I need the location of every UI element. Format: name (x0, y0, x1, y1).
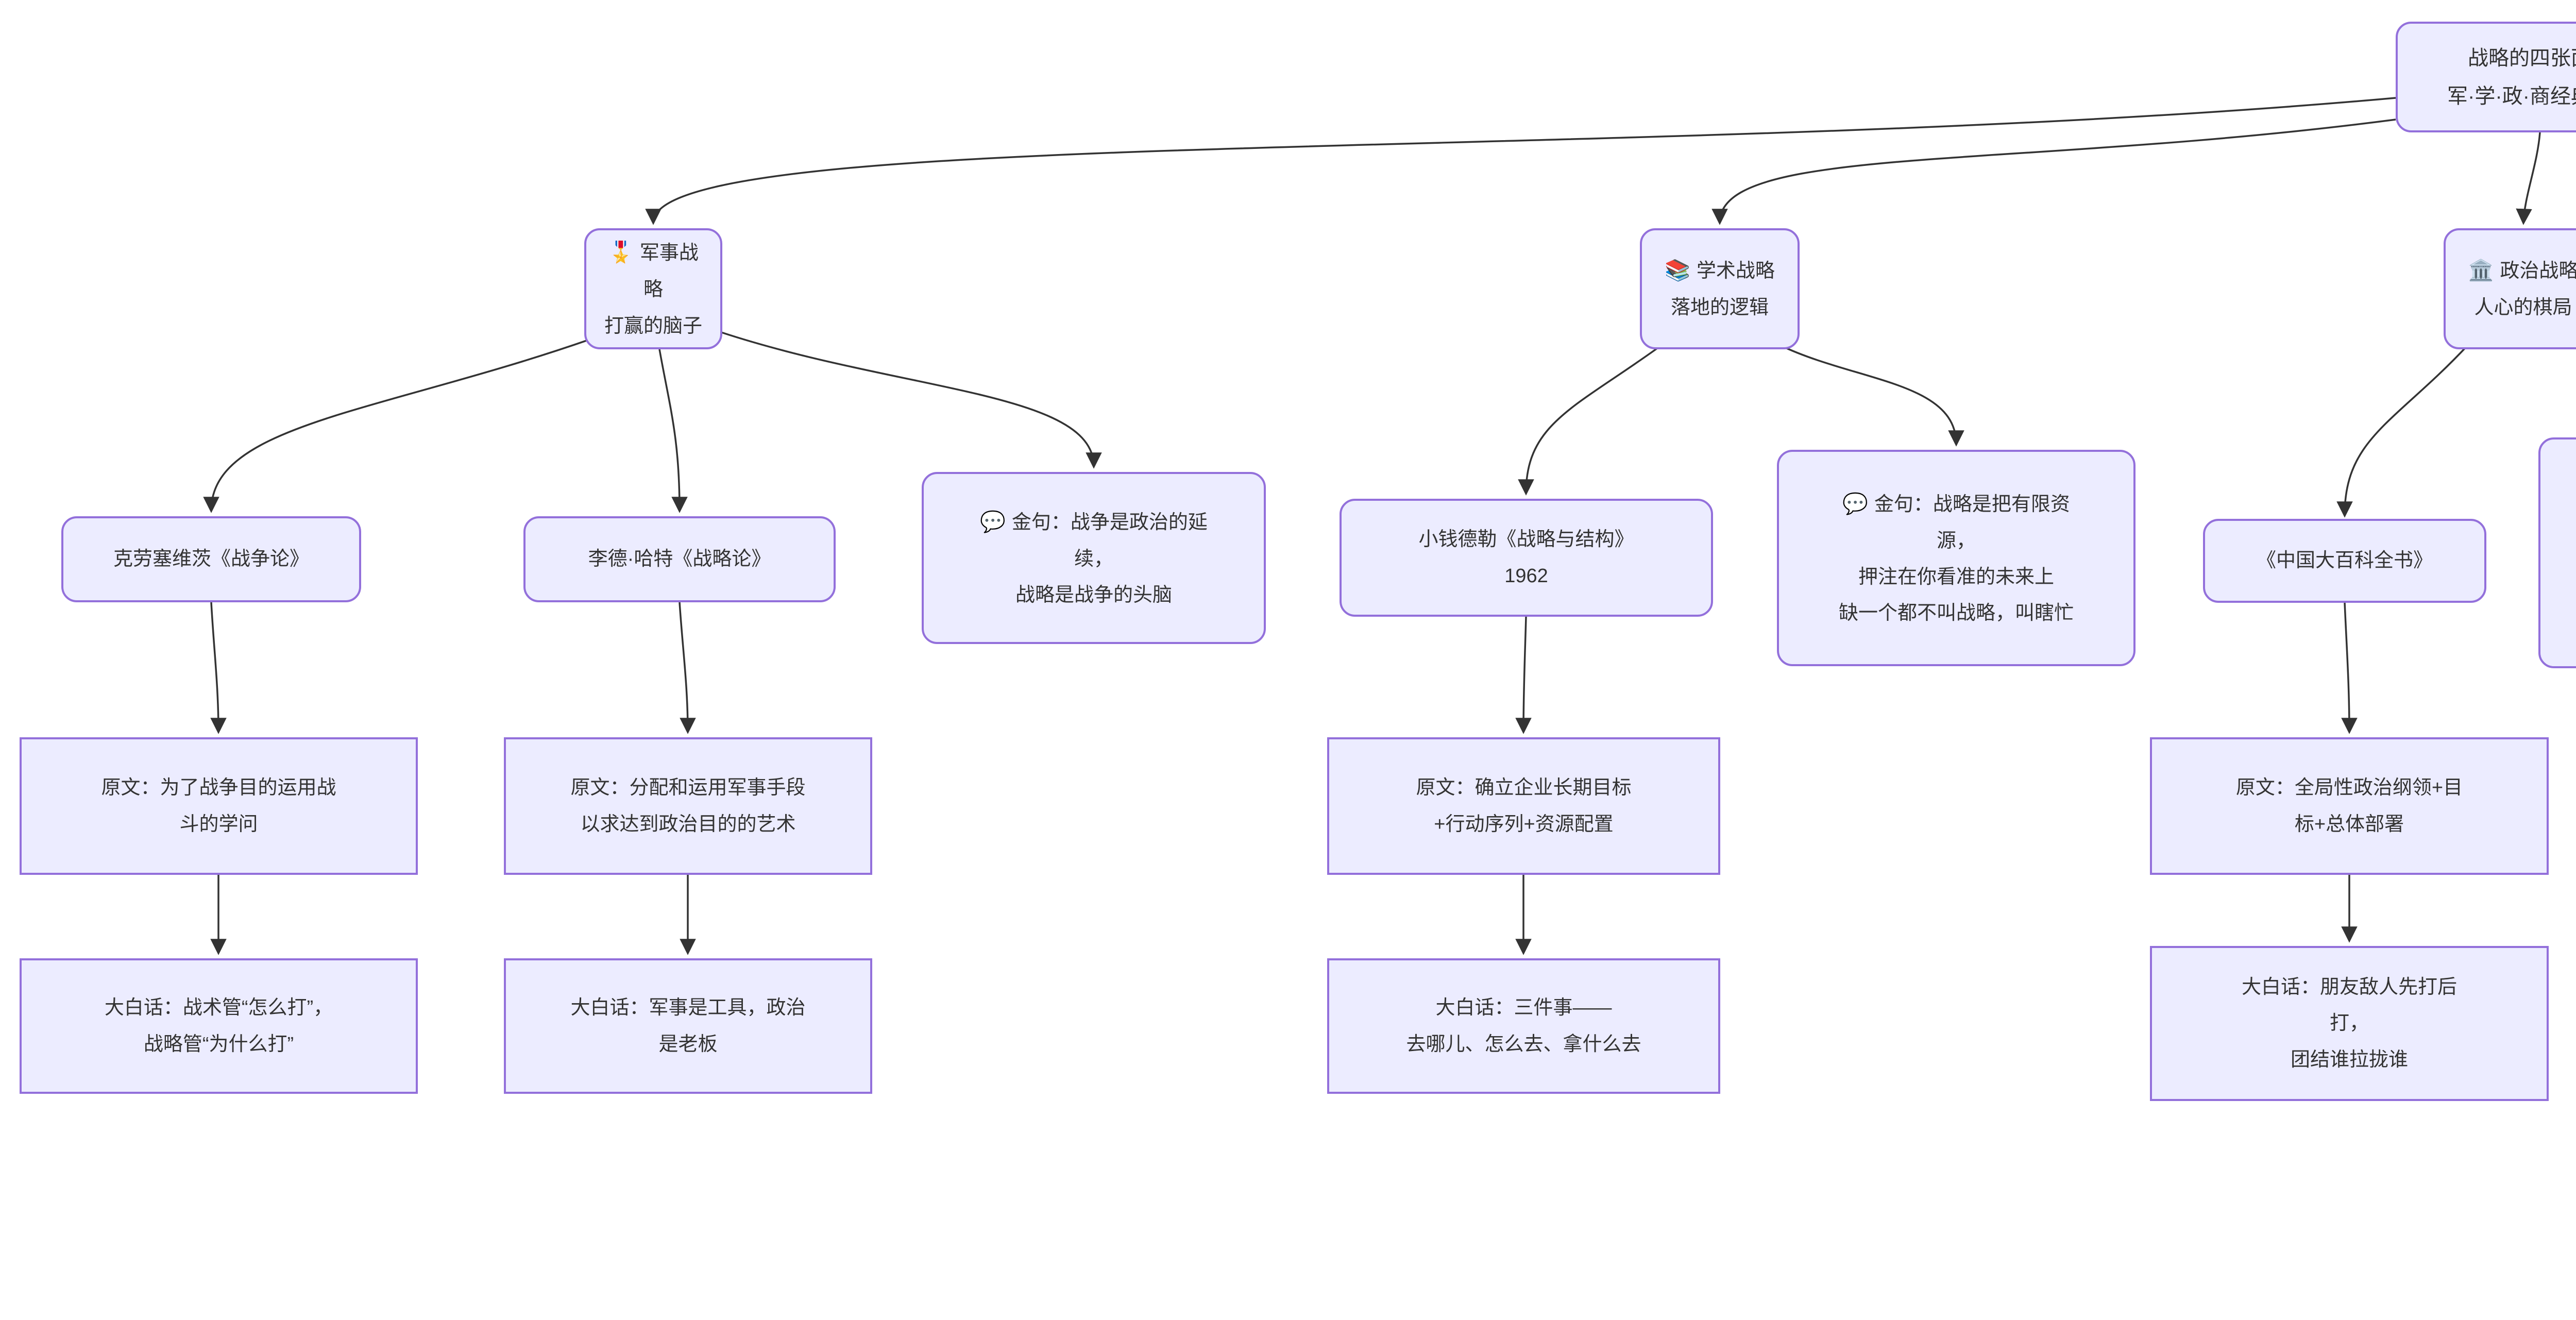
edge-liddell-to-original (679, 602, 696, 734)
edge-clausewitz-to-original (210, 602, 227, 734)
books-icon: 📚 (1665, 259, 1690, 282)
edge-root-to-political (2516, 132, 2541, 225)
node-plain-military-2: 大白话：军事是工具，政治 是老板 (504, 958, 872, 1094)
node-plain-academic: 大白话：三件事—— 去哪儿、怎么去、拿什么去 (1327, 958, 1720, 1094)
edge-political-to-encyclopedia (2336, 344, 2469, 518)
edge-military-to-clausewitz (203, 334, 603, 513)
node-branch-political: 🏛️政治战略 人心的棋局 (2444, 228, 2576, 349)
node-branch-academic: 📚学术战略 落地的逻辑 (1640, 228, 1800, 349)
edge-root-to-military (645, 97, 2396, 225)
speech-balloon-icon: 💬 (1842, 492, 1868, 515)
edge-root-to-academic (1711, 119, 2396, 225)
edge-encyclopedia-to-original (2341, 602, 2358, 734)
classical-building-icon: 🏛️ (2468, 259, 2494, 282)
node-plain-military-1: 大白话：战术管“怎么打”， 战略管“为什么打” (20, 958, 418, 1094)
node-original-military-2: 原文：分配和运用军事手段 以求达到政治目的的艺术 (504, 737, 872, 875)
node-original-military-1: 原文：为了战争目的运用战 斗的学问 (20, 737, 418, 875)
node-encyclopedia: 《中国大百科全书》 (2203, 519, 2486, 603)
node-original-academic: 原文：确立企业长期目标 +行动序列+资源配置 (1327, 737, 1720, 875)
node-quote-academic: 💬金句：战略是把有限资 源， 押注在你看准的未来上 缺一个都不叫战略，叫瞎忙 (1777, 450, 2136, 666)
edge-academic-to-quote (1780, 344, 1964, 447)
edge-military-to-quote (721, 331, 1102, 469)
edge-military-to-liddell (658, 349, 688, 513)
node-root: 战略的四张面孔 军·学·政·商经典定义 (2396, 22, 2576, 132)
node-original-political: 原文：全局性政治纲领+目 标+总体部署 (2150, 737, 2549, 875)
node-liddell-hart: 李德·哈特《战略论》 (523, 516, 836, 602)
node-chandler: 小钱德勒《战略与结构》 1962 (1340, 499, 1713, 617)
speech-balloon-icon: 💬 (980, 510, 1006, 533)
node-branch-military: 🎖️军事战略 打赢的脑子 (584, 228, 722, 349)
edge-academic-to-chandler (1518, 344, 1663, 496)
node-plain-political: 大白话：朋友敌人先打后 打， 团结谁拉拢谁 (2150, 946, 2549, 1101)
node-quote-political: 💬金句：军事战略管打 赢， 政治战略管赢后 比军事更狠：管打完仗的日 子怎么过 (2538, 437, 2576, 668)
edge-chandler-to-original (1515, 616, 1532, 734)
node-clausewitz: 克劳塞维茨《战争论》 (61, 516, 361, 602)
node-quote-military: 💬金句：战争是政治的延 续， 战略是战争的头脑 (922, 472, 1266, 644)
military-medal-icon: 🎖️ (608, 241, 634, 264)
